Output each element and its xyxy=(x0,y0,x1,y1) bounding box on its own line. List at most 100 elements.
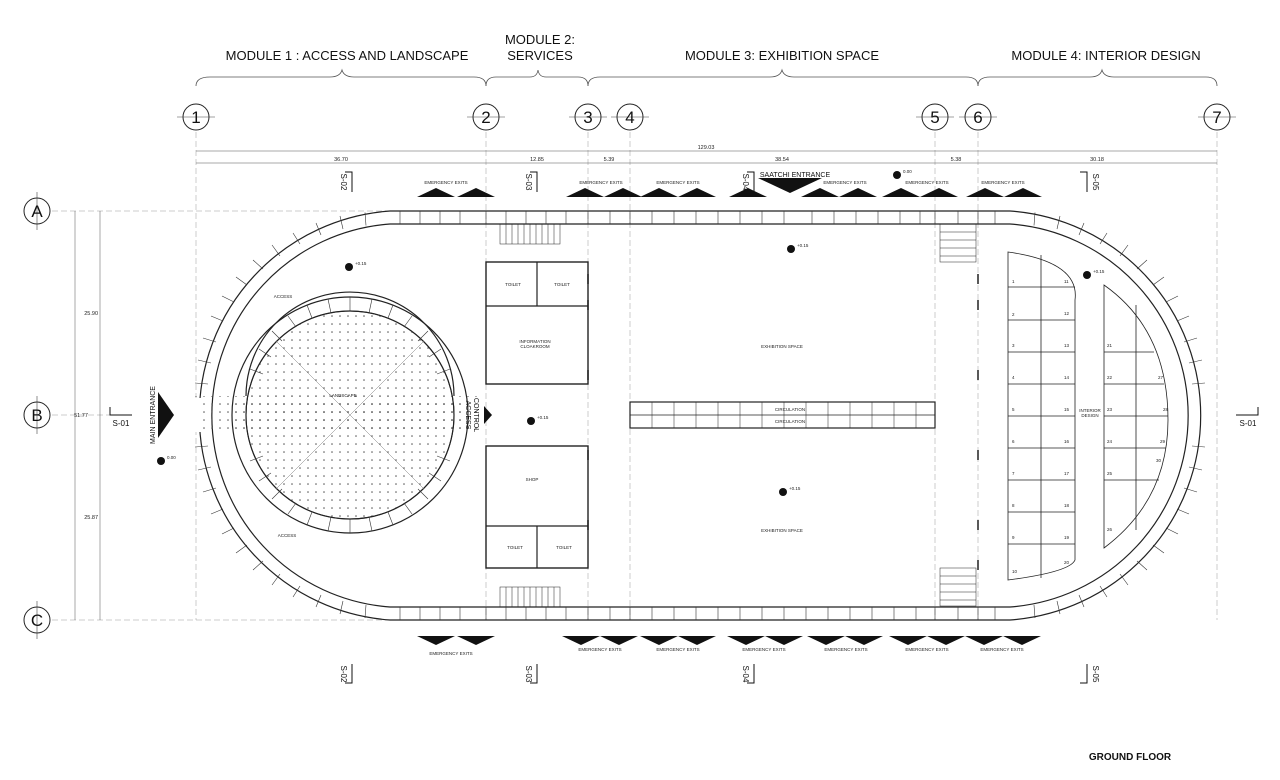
grid-col-4: 4 xyxy=(625,108,634,127)
section-s03-bottom: S-03 xyxy=(524,666,533,683)
emergency-exits-label-b5: EMERGENCY EXITS xyxy=(824,647,867,652)
level-4: +0.15 xyxy=(797,243,809,248)
emergency-exits-label-b1: EMERGENCY EXITS xyxy=(429,651,472,656)
access-label-top: ACCESS xyxy=(274,294,293,299)
emergency-exits-label-t4: EMERGENCY EXITS xyxy=(823,180,866,185)
emergency-exits-label-t1: EMERGENCY EXITS xyxy=(424,180,467,185)
stall-2: 2 xyxy=(1012,312,1015,317)
stall-13: 13 xyxy=(1064,343,1070,348)
interior-design-stalls xyxy=(1007,251,1169,581)
stall-20: 20 xyxy=(1064,560,1070,565)
stall-24: 24 xyxy=(1107,439,1113,444)
stall-7: 7 xyxy=(1012,471,1015,476)
dim-overall-vertical: 51.77 xyxy=(74,413,88,419)
services-rooms xyxy=(485,223,977,608)
circulation-label-1: CIRCULATION xyxy=(775,407,805,412)
stall-29: 29 xyxy=(1160,439,1166,444)
stall-19: 19 xyxy=(1064,535,1070,540)
module-3-label: MODULE 3: EXHIBITION SPACE xyxy=(685,48,879,63)
section-s04-bottom: S-04 xyxy=(741,666,750,683)
building-outline xyxy=(194,210,1206,621)
saatchi-entrance-label: SAATCHI ENTRANCE xyxy=(760,172,831,179)
toilet-label-1: TOILET xyxy=(505,282,521,287)
toilet-label-4: TOILET xyxy=(556,545,572,550)
interior-design-label-2: DESIGN xyxy=(1081,413,1098,418)
toilet-label-3: TOILET xyxy=(507,545,523,550)
landscape-plaza xyxy=(231,291,472,534)
emergency-exits-label-b3: EMERGENCY EXITS xyxy=(656,647,699,652)
grid-col-1: 1 xyxy=(191,108,200,127)
stall-10: 10 xyxy=(1012,569,1018,574)
grid-col-2: 2 xyxy=(481,108,490,127)
drawing-title: GROUND FLOOR xyxy=(1089,752,1172,763)
dim-span-3: 5.39 xyxy=(604,157,615,163)
stall-18: 18 xyxy=(1064,503,1070,508)
section-s05-bottom: S-05 xyxy=(1091,666,1100,683)
section-s04-top: S-04 xyxy=(741,174,750,191)
stall-25: 25 xyxy=(1107,471,1113,476)
dim-vertical-1: 25.90 xyxy=(84,311,98,317)
stall-numbers: 1 2 3 4 5 6 7 8 9 10 11 12 13 14 15 16 1… xyxy=(1012,279,1169,574)
dim-total: 129.03 xyxy=(698,145,715,151)
emergency-exits-top xyxy=(417,178,1042,197)
stall-14: 14 xyxy=(1064,375,1070,380)
module-braces xyxy=(195,68,1218,87)
section-s05-top: S-05 xyxy=(1091,174,1100,191)
dim-span-2: 12.85 xyxy=(530,157,544,163)
stall-16: 16 xyxy=(1064,439,1070,444)
emergency-exits-label-b4: EMERGENCY EXITS xyxy=(742,647,785,652)
emergency-exits-label-b6: EMERGENCY EXITS xyxy=(905,647,948,652)
emergency-exits-label-t6: EMERGENCY EXITS xyxy=(981,180,1024,185)
dim-span-4: 38.54 xyxy=(775,157,789,163)
level-2: 0.00 xyxy=(167,455,176,460)
stall-3: 3 xyxy=(1012,343,1015,348)
module-1-label: MODULE 1 : ACCESS AND LANDSCAPE xyxy=(226,48,469,63)
circulation-label-2: CIRCULATION xyxy=(775,419,805,424)
information-label-1: INFORMATION xyxy=(519,339,550,344)
grid-row-c: C xyxy=(31,611,43,630)
stall-9: 9 xyxy=(1012,535,1015,540)
stall-22: 22 xyxy=(1107,375,1113,380)
dim-vertical-2: 25.87 xyxy=(84,515,98,521)
section-s01-left: S-01 xyxy=(113,419,130,428)
stall-30: 30 xyxy=(1156,458,1162,463)
grid-col-6: 6 xyxy=(973,108,982,127)
level-1: +0.15 xyxy=(355,261,367,266)
section-s02-bottom: S-02 xyxy=(339,666,348,683)
dim-span-1: 36.70 xyxy=(334,157,348,163)
access-label-bottom: ACCESS xyxy=(278,533,297,538)
stall-15: 15 xyxy=(1064,407,1070,412)
emergency-exits-label-b7: EMERGENCY EXITS xyxy=(980,647,1023,652)
stall-17: 17 xyxy=(1064,471,1070,476)
emergency-exits-label-t3: EMERGENCY EXITS xyxy=(656,180,699,185)
information-label-2: CLOAKROOM xyxy=(520,344,550,349)
landscape-label: LANDSCAPE xyxy=(329,393,356,398)
stall-21: 21 xyxy=(1107,343,1113,348)
control-access-arrow xyxy=(484,406,492,424)
section-s01-right: S-01 xyxy=(1240,419,1257,428)
module-2-label-line1: MODULE 2: xyxy=(505,32,575,47)
emergency-exits-label-b2: EMERGENCY EXITS xyxy=(578,647,621,652)
stall-27: 27 xyxy=(1158,375,1164,380)
stall-26: 26 xyxy=(1107,527,1113,532)
section-s03-top: S-03 xyxy=(524,174,533,191)
grid-row-a: A xyxy=(31,202,43,221)
module-headers: MODULE 1 : ACCESS AND LANDSCAPE MODULE 2… xyxy=(195,32,1218,87)
main-entrance-arrow xyxy=(158,392,174,438)
emergency-exits-bottom xyxy=(417,636,1041,645)
stall-23: 23 xyxy=(1107,407,1113,412)
stall-8: 8 xyxy=(1012,503,1015,508)
module-4-label: MODULE 4: INTERIOR DESIGN xyxy=(1011,48,1200,63)
section-markers xyxy=(109,171,1259,684)
level-6: 0.00 xyxy=(903,169,912,174)
interior-design-label-1: INTERIOR xyxy=(1079,408,1101,413)
control-access-label-1: CONTROL xyxy=(472,398,479,432)
emergency-exits-label-t2: EMERGENCY EXITS xyxy=(579,180,622,185)
grid-col-5: 5 xyxy=(930,108,939,127)
grid-rows: A B C xyxy=(23,192,390,639)
stall-11: 11 xyxy=(1064,279,1069,284)
entrance-arrows xyxy=(158,392,492,438)
section-s02-top: S-02 xyxy=(339,174,348,191)
module-2-label-line2: SERVICES xyxy=(507,48,573,63)
exhibition-space-label-top: EXHIBITION SPACE xyxy=(761,344,803,349)
